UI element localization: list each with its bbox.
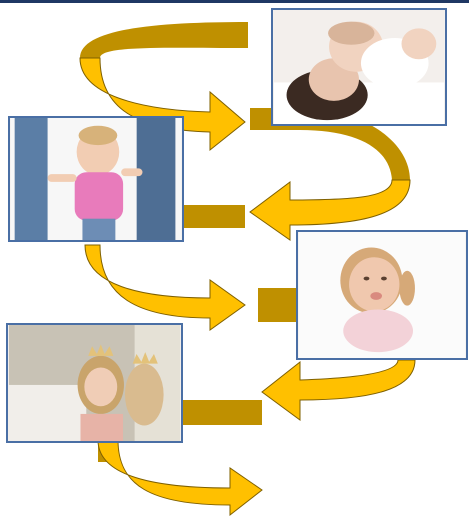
- spiral-front-band-5: [97, 439, 263, 517]
- toddler-walking-illustration: [10, 118, 182, 240]
- spiral-front-band-1: [79, 57, 246, 152]
- girls-with-crowns-photo: [6, 323, 183, 443]
- nursing-baby-photo: [271, 8, 447, 126]
- spiral-back-band-3: [180, 205, 245, 228]
- top-rule: [0, 0, 469, 3]
- toddler-walking-photo: [8, 116, 184, 242]
- spiral-front-band-2: [249, 179, 411, 241]
- spiral-back-band-3b: [258, 288, 300, 322]
- spiral-front-band-3: [84, 244, 246, 331]
- spiral-back-band-2: [250, 108, 410, 180]
- spiral-front-band-4: [261, 359, 416, 421]
- nursing-baby-illustration: [273, 10, 445, 124]
- child-looking-up-illustration: [298, 232, 466, 358]
- spiral-back-band-1: [80, 22, 248, 58]
- girls-with-crowns-illustration: [8, 325, 181, 441]
- child-looking-up-photo: [296, 230, 468, 360]
- spiral-back-band-4: [180, 400, 262, 425]
